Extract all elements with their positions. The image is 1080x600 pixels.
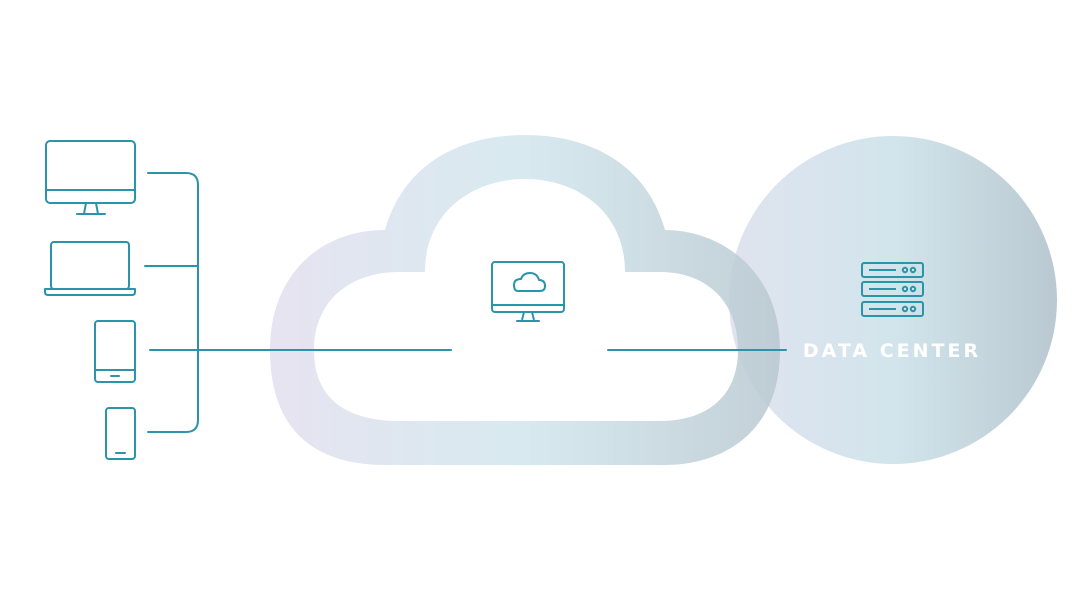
cloud-monitor-icon: [491, 261, 565, 322]
cloud-shape: [270, 135, 780, 465]
connection-lines: [144, 172, 787, 433]
data-center-circle: [729, 136, 1057, 464]
server-rack-icon: [861, 262, 924, 317]
device-bracket-line: [147, 172, 199, 433]
monitor-icon: [45, 140, 136, 215]
data-center-label: DATA CENTER: [803, 340, 981, 362]
laptop-icon: [44, 241, 136, 296]
tablet-icon: [94, 320, 136, 383]
smartphone-icon: [105, 407, 136, 460]
